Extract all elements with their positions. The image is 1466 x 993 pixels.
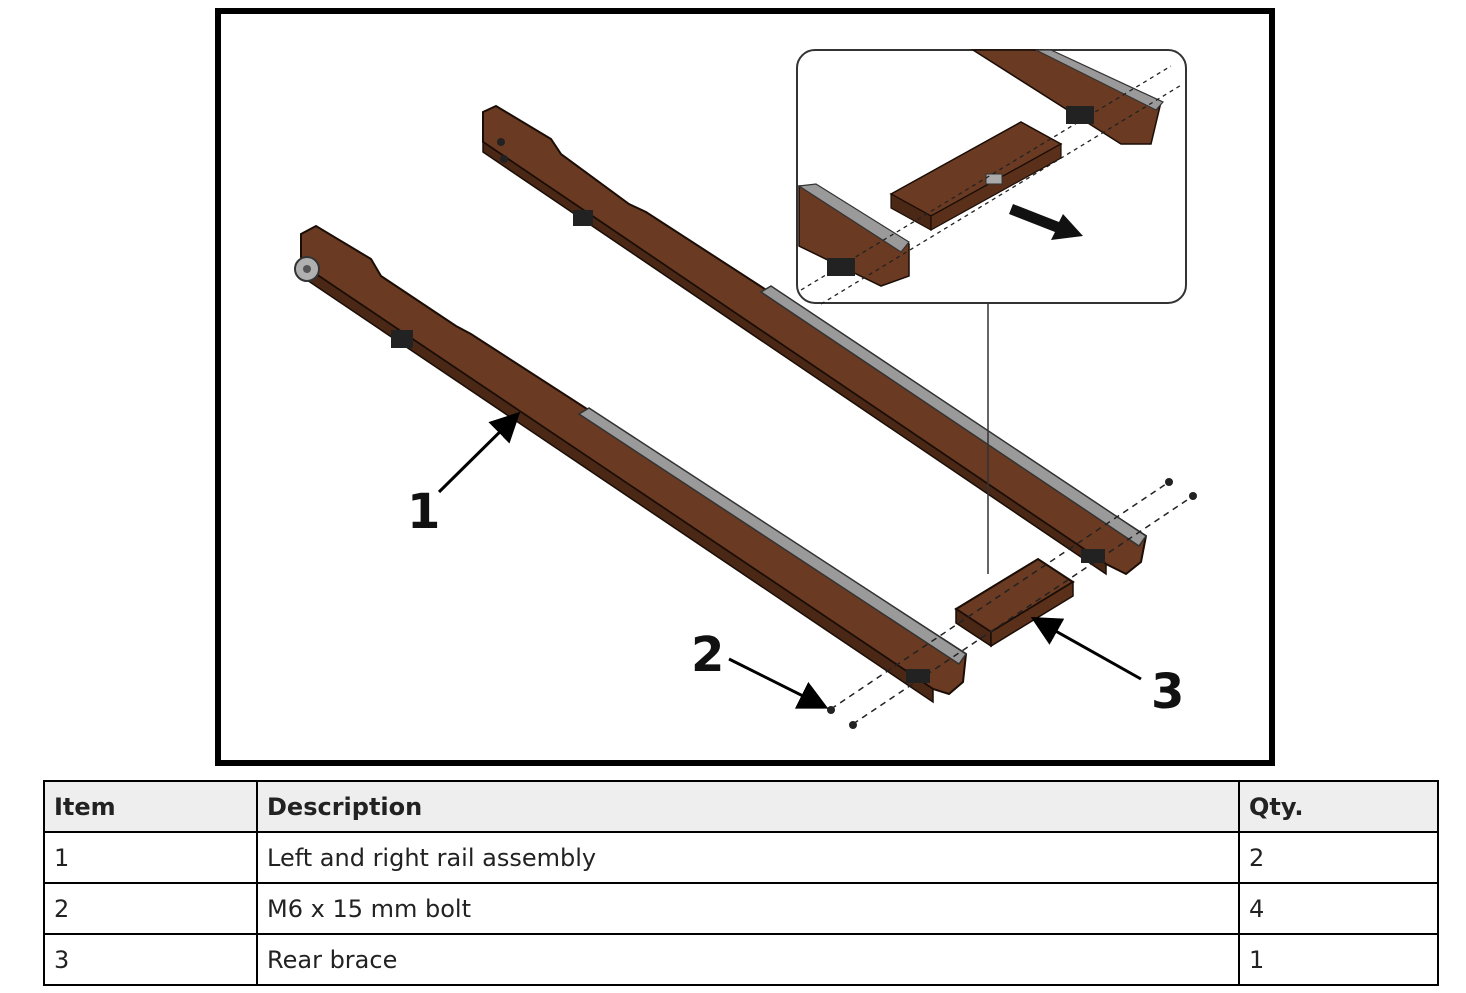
rail-assembly-front	[294, 224, 968, 704]
item-description: M6 x 15 mm bolt	[256, 882, 1240, 935]
callout-leaders	[437, 411, 1142, 709]
callout-2: 2	[691, 627, 724, 683]
header-item: Item	[43, 780, 258, 833]
callout-3: 3	[1151, 664, 1184, 720]
item-qty: 4	[1238, 882, 1439, 935]
header-description: Description	[256, 780, 1240, 833]
item-number: 1	[43, 831, 258, 884]
item-number: 3	[43, 933, 258, 986]
bolt-alignment-lines	[830, 481, 1194, 725]
header-qty: Qty.	[1238, 780, 1439, 833]
parts-table: Item Description Qty. 1 Left and right r…	[43, 780, 1439, 986]
rail-assembly-back	[482, 104, 1148, 576]
item-description: Left and right rail assembly	[256, 831, 1240, 884]
rear-brace	[954, 557, 1075, 648]
parts-table-header-row: Item Description Qty.	[43, 780, 1439, 833]
item-number: 2	[43, 882, 258, 935]
exploded-view-drawing: 1 2 3	[294, 49, 1197, 729]
table-row: 3 Rear brace 1	[43, 933, 1439, 986]
assembly-figure: 1 2 3	[215, 8, 1275, 766]
bolts	[827, 478, 1197, 729]
detail-inset	[796, 49, 1187, 574]
item-description: Rear brace	[256, 933, 1240, 986]
item-qty: 1	[1238, 933, 1439, 986]
table-row: 2 M6 x 15 mm bolt 4	[43, 882, 1439, 935]
item-qty: 2	[1238, 831, 1439, 884]
callout-1: 1	[407, 484, 440, 540]
table-row: 1 Left and right rail assembly 2	[43, 831, 1439, 884]
